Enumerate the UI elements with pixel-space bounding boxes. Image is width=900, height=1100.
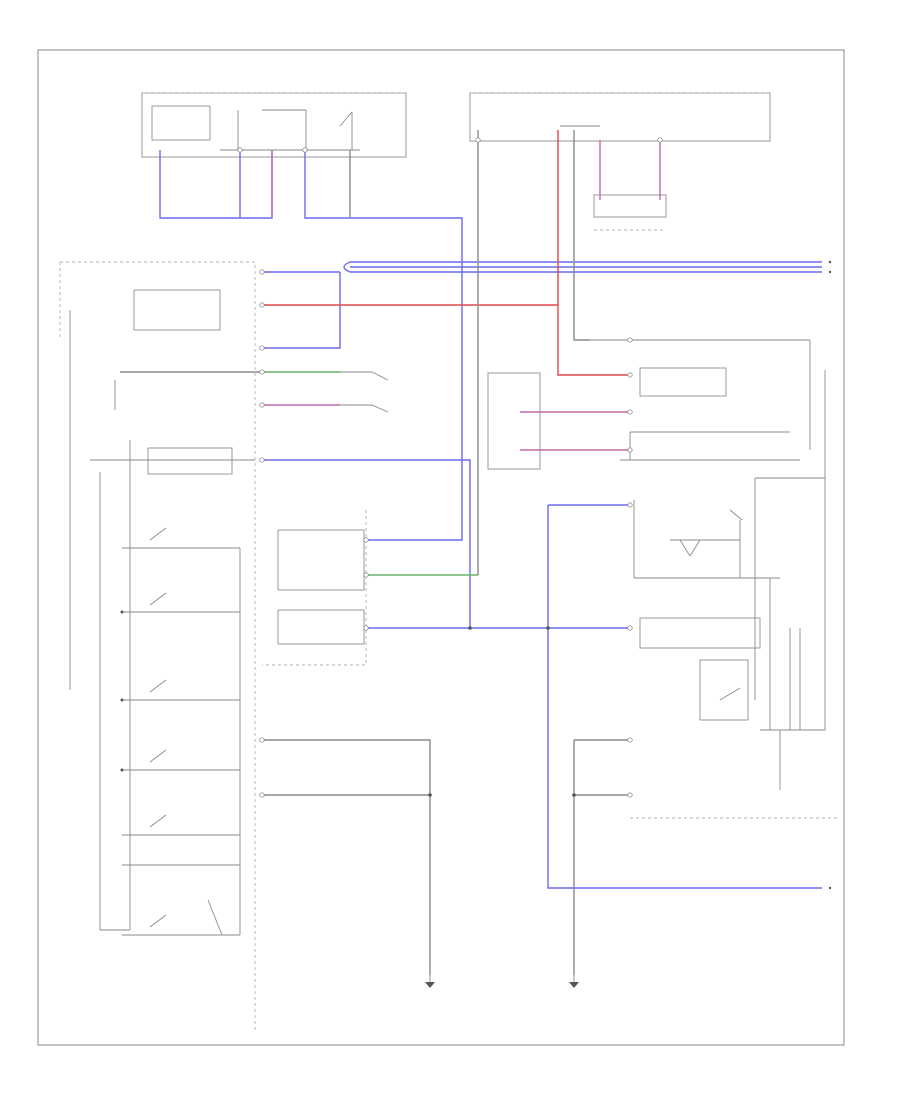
green-wires — [262, 371, 478, 576]
power-window-master-switch — [59, 261, 256, 1030]
power-window-control-unit — [262, 510, 367, 666]
diagram-frame — [37, 49, 845, 1046]
pink-wires — [262, 140, 661, 451]
off-page-connectors — [828, 260, 832, 890]
center-switch-contacts — [340, 371, 389, 413]
ground-right — [569, 975, 579, 988]
blue-wires — [159, 150, 822, 889]
right-front-power-window-switch — [487, 339, 840, 819]
splice-points — [120, 610, 576, 797]
under-hood-fuse-box — [141, 92, 407, 158]
under-dash-fuse-box — [469, 92, 771, 231]
red-wires — [262, 130, 630, 376]
ground-left — [425, 975, 435, 988]
connector-terminals — [237, 137, 663, 798]
gray-wires — [120, 130, 630, 975]
